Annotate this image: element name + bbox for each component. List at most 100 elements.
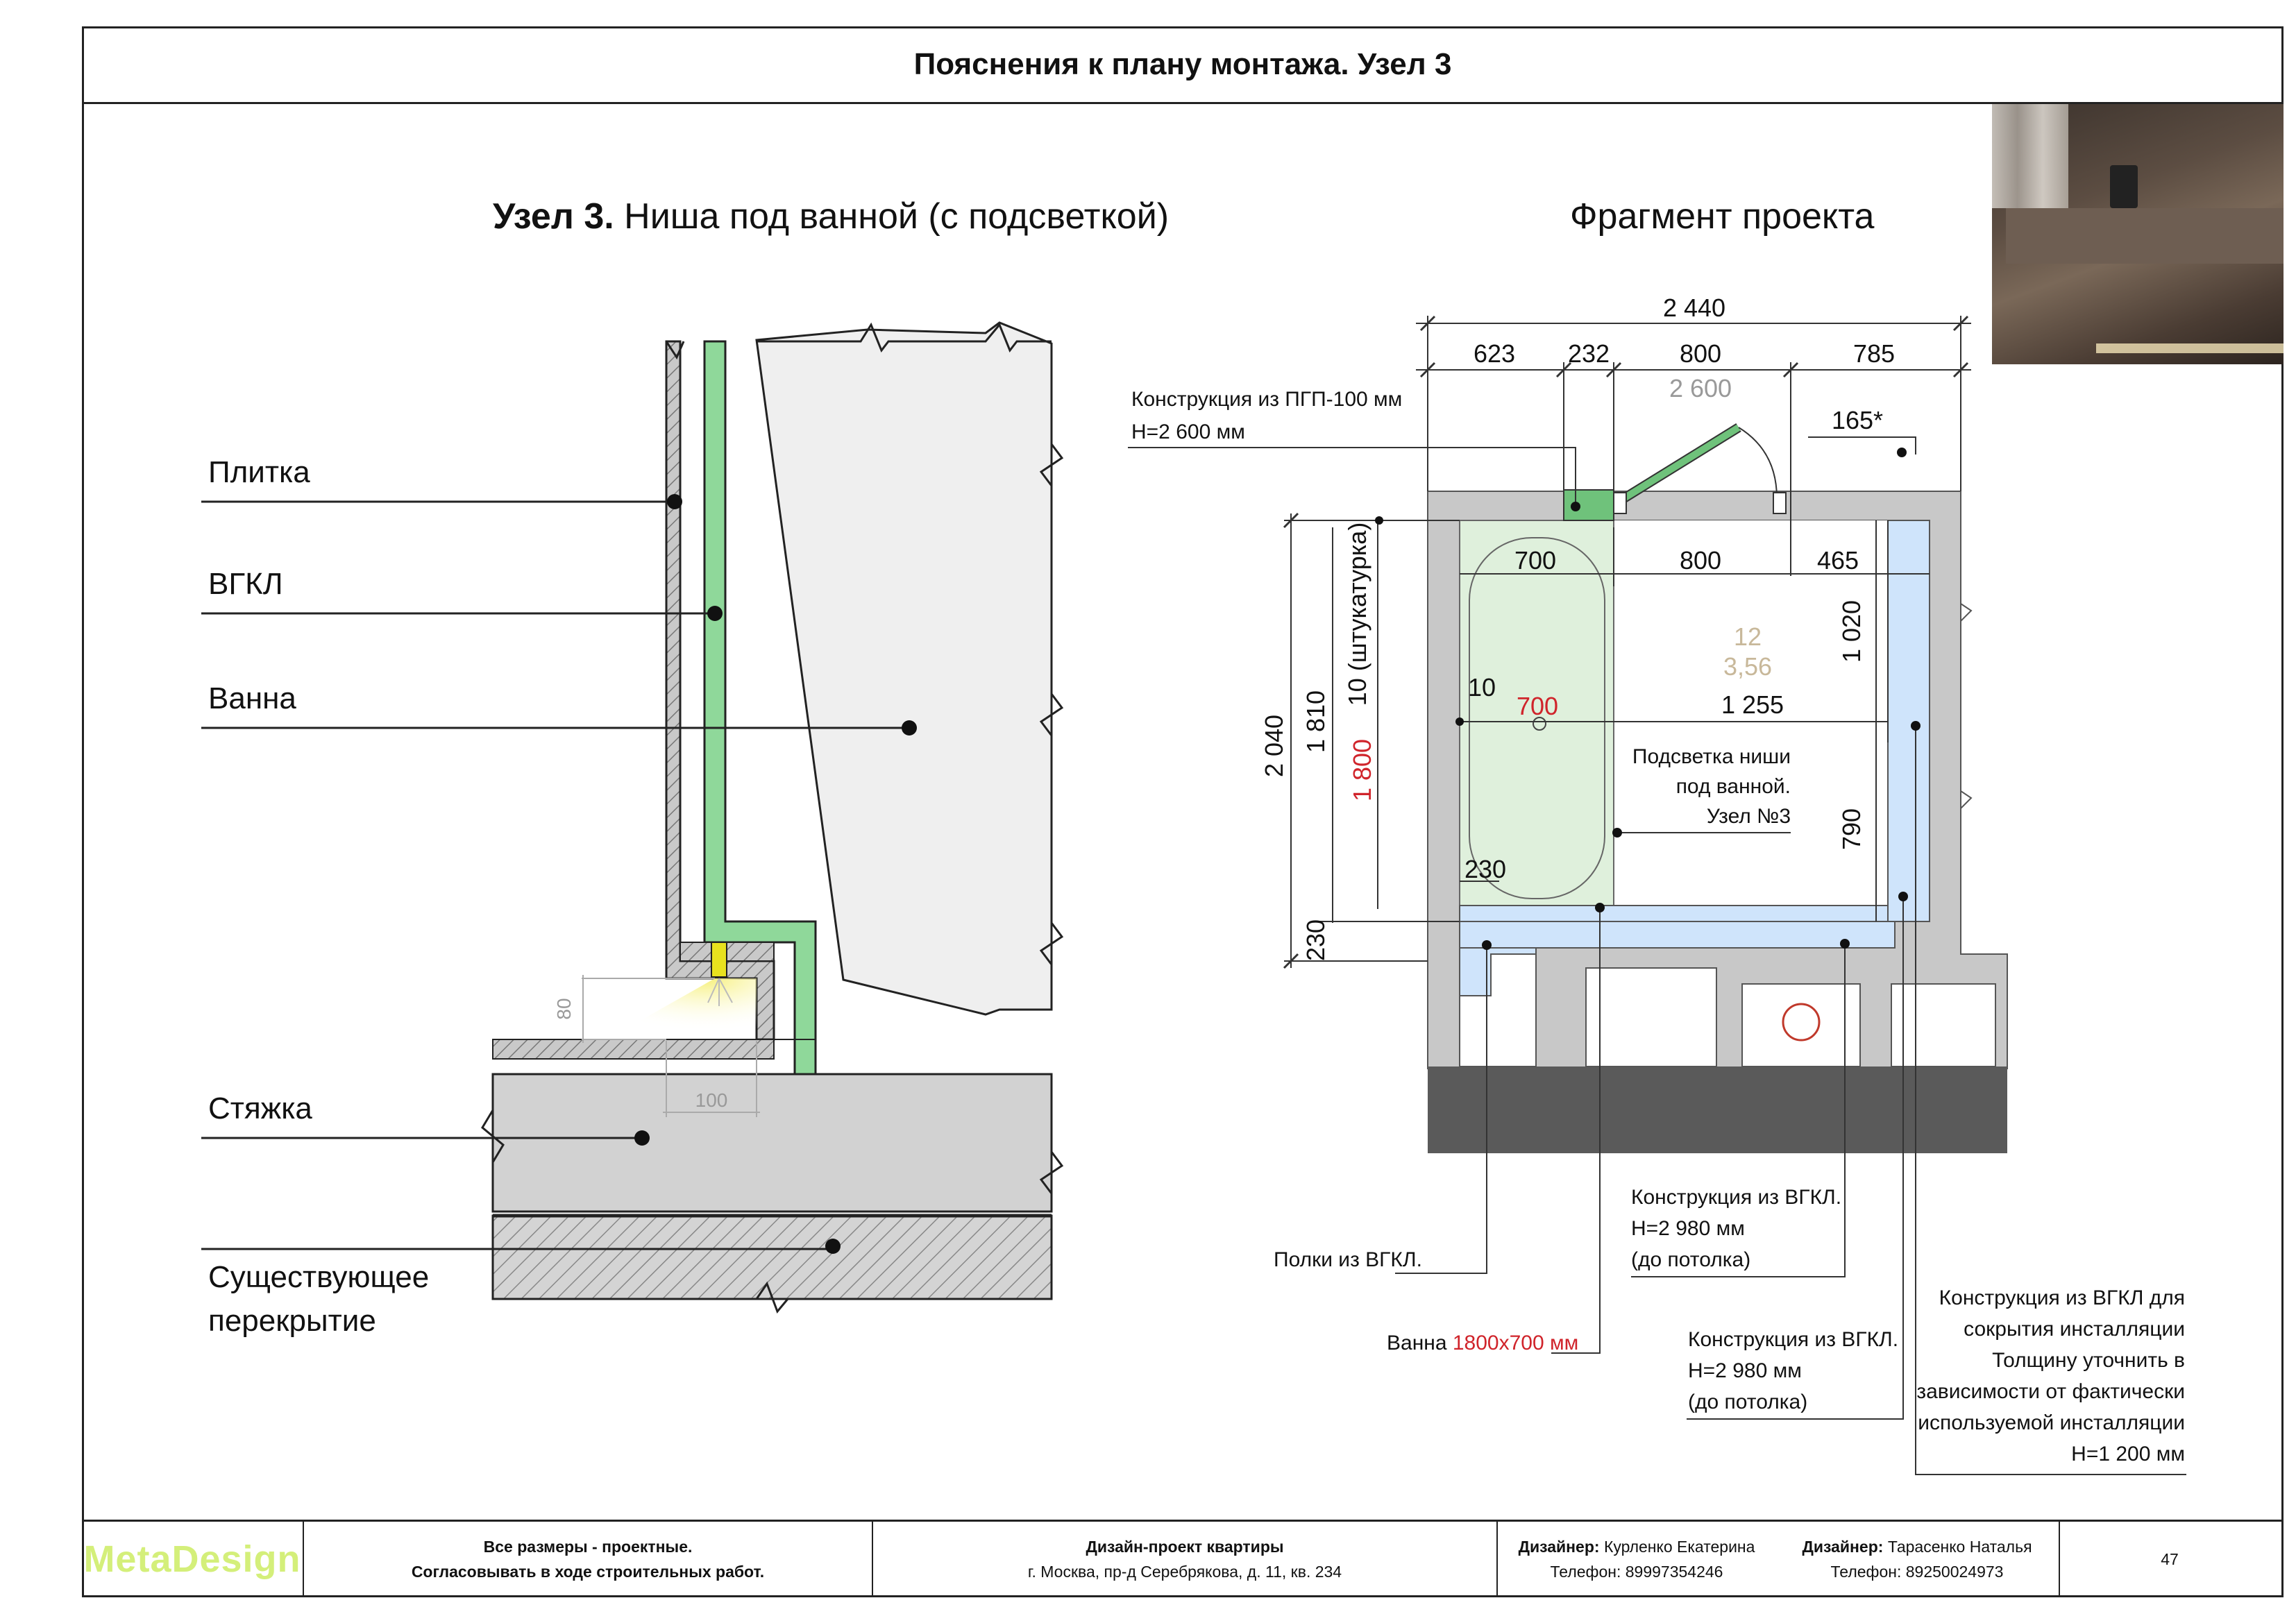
plan-dim-lines	[1284, 316, 1971, 968]
dim-80: 80	[553, 998, 575, 1019]
footer-designer-1: Дизайнер: Курленко Екатерина	[1519, 1535, 1755, 1560]
dim-465: 465	[1817, 546, 1859, 575]
footer-designer-1-cell: Дизайнер: Курленко Екатерина Телефон: 89…	[1498, 1522, 1775, 1597]
vanity-counter	[2006, 208, 2284, 264]
page-title: Пояснения к плану монтажа. Узел 3	[82, 26, 2284, 104]
note-bath-label: Ванна	[1387, 1332, 1453, 1354]
dim-165: 165*	[1832, 406, 1883, 434]
shelf-base	[492, 1039, 775, 1060]
break-mark-top	[757, 322, 1052, 352]
footer-project-cell: Дизайн-проект квартиры г. Москва, пр-д С…	[873, 1522, 1498, 1597]
note-gkl-b-2: H=2 980 мм	[1688, 1359, 1802, 1382]
existing-slab	[491, 1214, 1053, 1300]
plan-note-leaders	[1128, 436, 2186, 1475]
designer-1-name: Курленко Екатерина	[1603, 1537, 1755, 1556]
title-block: MetaDesign Все размеры - проектные. Согл…	[82, 1520, 2284, 1597]
note-inst-1: Конструкция из ВГКЛ для	[1939, 1286, 2185, 1309]
screed	[491, 1073, 1053, 1213]
break-mark	[1039, 1151, 1064, 1194]
note-gkl-b-3: (до потолка)	[1688, 1391, 1807, 1413]
break-mark	[481, 1110, 505, 1163]
plan-shelf-box	[1459, 921, 1896, 949]
note-inst-3: Толщину уточнить в	[1992, 1349, 2185, 1372]
designer-2-phone: Телефон: 89250024973	[1830, 1562, 2004, 1581]
dim-700-red: 700	[1517, 692, 1558, 720]
note-inst-2: сокрытия инсталляции	[1964, 1318, 2185, 1341]
dim-623: 623	[1474, 339, 1515, 368]
footer-note-1: Все размеры - проектные.	[483, 1537, 693, 1556]
dim-2040: 2 040	[1260, 715, 1288, 777]
footer-logo-cell: MetaDesign	[82, 1522, 304, 1597]
node-title-rest: Ниша под ванной (с подсветкой)	[624, 196, 1170, 237]
curtain	[1992, 104, 2068, 208]
dim-1810: 1 810	[1301, 690, 1330, 753]
dim-1255: 1 255	[1721, 690, 1784, 719]
break-mark	[665, 341, 685, 360]
note-light-1: Подсветка ниши	[1632, 745, 1791, 768]
note-gkl-a-3: (до потолка)	[1631, 1248, 1750, 1271]
plan-ticks	[1283, 315, 1969, 969]
note-shelves: Полки из ВГКЛ.	[1274, 1248, 1422, 1271]
dim-10-inner: 10	[1468, 673, 1496, 702]
designer-2-label: Дизайнер:	[1802, 1537, 1884, 1556]
interior-photo	[1992, 104, 2284, 364]
dim-800-inner: 800	[1680, 546, 1721, 575]
leader-lines	[201, 500, 909, 1250]
dim-2440: 2 440	[1663, 294, 1725, 322]
dim-230-inner: 230	[1464, 855, 1506, 883]
label-screed: Стяжка	[208, 1091, 312, 1125]
footer-page-cell: 47	[2060, 1522, 2279, 1597]
note-inst-6: H=1 200 мм	[2071, 1443, 2185, 1465]
area-num: 12	[1734, 622, 1762, 651]
light-rays	[707, 978, 733, 1006]
footer-designer-2-cell: Дизайнер: Тарасенко Наталья Телефон: 892…	[1775, 1522, 2060, 1597]
footer-note-2: Согласовывать в ходе строительных работ.	[411, 1562, 765, 1581]
label-bath: Ванна	[208, 681, 296, 715]
note-bath-size: 1800х700 мм	[1453, 1332, 1578, 1354]
plan-bath-inner	[1469, 537, 1605, 899]
note-inst-5: используемой инсталляции	[1918, 1411, 2185, 1434]
plan-install-box	[1887, 520, 1930, 922]
break-mark	[493, 1281, 1052, 1314]
section-title-fragment: Фрагмент проекта	[1570, 196, 1875, 237]
label-gkl: ВГКЛ	[208, 567, 283, 601]
leader-dots	[634, 494, 917, 1254]
niche-light-glow	[2096, 343, 2284, 353]
plan-floor	[1428, 1067, 2007, 1153]
label-tile: Плитка	[208, 455, 310, 489]
dim-plaster: 10 (штукатурка)	[1343, 522, 1371, 706]
note-light-3: Узел №3	[1707, 805, 1791, 828]
area-value: 3,56	[1723, 652, 1772, 681]
dim-700: 700	[1514, 546, 1556, 575]
logo: MetaDesign	[83, 1538, 301, 1580]
plan-bath-drain	[1533, 717, 1546, 731]
break-mark	[1039, 443, 1064, 486]
dim-785: 785	[1853, 339, 1895, 368]
footer-project-title: Дизайн-проект квартиры	[1086, 1537, 1284, 1556]
dim-1020: 1 020	[1837, 600, 1866, 663]
dim-1800-red: 1 800	[1348, 739, 1376, 801]
node-title-bold: Узел 3.	[493, 196, 614, 237]
dim-2600: 2 600	[1669, 374, 1732, 402]
dim-790: 790	[1837, 808, 1866, 850]
footer-notes-cell: Все размеры - проектные. Согласовывать в…	[304, 1522, 873, 1597]
plan-note-dots	[1375, 448, 1921, 950]
bath-body	[755, 321, 1053, 1016]
section-title-node3: Узел 3. Ниша под ванной (с подсветкой)	[493, 196, 1169, 237]
tap	[2110, 165, 2138, 208]
dim-100: 100	[695, 1089, 728, 1111]
designer-1-phone: Телефон: 89997354246	[1550, 1562, 1723, 1581]
note-light-2: под ванной.	[1676, 775, 1791, 798]
plan-wall-edge	[1960, 603, 1973, 809]
drawing-frame	[82, 26, 2284, 1597]
designer-2-name: Тарасенко Наталья	[1887, 1537, 2032, 1556]
footer-designer-2: Дизайнер: Тарасенко Наталья	[1802, 1535, 2032, 1560]
note-bath: Ванна 1800х700 мм	[1387, 1332, 1578, 1354]
note-gkl-b-1: Конструкция из ВГКЛ.	[1688, 1328, 1898, 1351]
led-strip	[711, 942, 727, 978]
dim-232: 232	[1568, 339, 1610, 368]
break-mark	[1039, 693, 1064, 736]
light-glow	[611, 978, 757, 1037]
